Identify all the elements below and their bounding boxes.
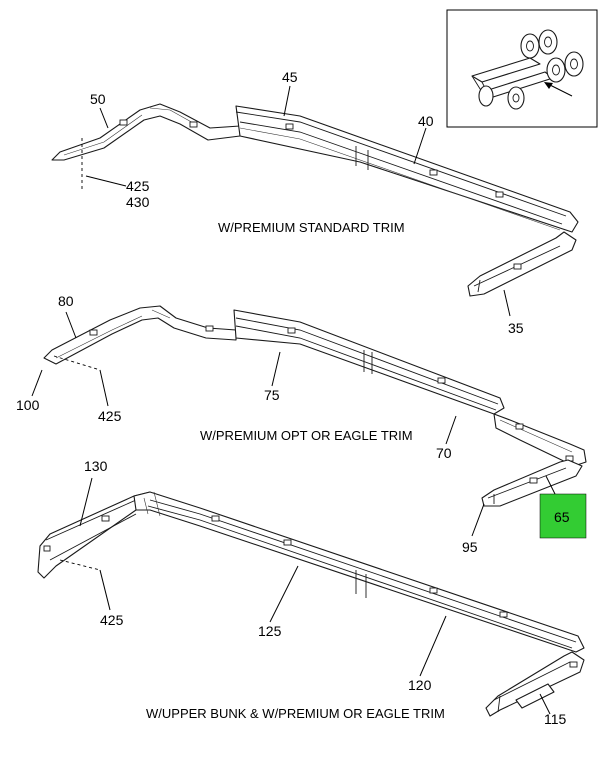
- highlight-box-65[interactable]: [539, 493, 587, 539]
- callout-130[interactable]: 130: [84, 458, 108, 474]
- callout-70[interactable]: 70: [436, 445, 452, 461]
- part-130: [37, 491, 151, 579]
- callout-80[interactable]: 80: [58, 293, 74, 309]
- part-50: [51, 103, 241, 161]
- caption-premium-opt-eagle: W/PREMIUM OPT OR EAGLE TRIM: [200, 428, 413, 443]
- callout-430[interactable]: 430: [126, 194, 150, 210]
- callout-40[interactable]: 40: [418, 113, 434, 129]
- callout-35[interactable]: 35: [508, 320, 524, 336]
- part-115: [485, 651, 585, 717]
- callout-425-bot[interactable]: 425: [100, 612, 124, 628]
- callout-50[interactable]: 50: [90, 91, 106, 107]
- callout-425-top[interactable]: 425: [126, 178, 150, 194]
- part-40-channel: [235, 105, 579, 233]
- callout-125[interactable]: 125: [258, 623, 282, 639]
- part-125-channel: [133, 491, 585, 653]
- callout-95[interactable]: 95: [462, 539, 478, 555]
- chassis-locator-icon: [446, 9, 598, 128]
- callout-100[interactable]: 100: [16, 397, 40, 413]
- callout-65[interactable]: 65: [554, 509, 570, 525]
- part-80: [43, 305, 237, 365]
- callout-120[interactable]: 120: [408, 677, 432, 693]
- caption-premium-standard: W/PREMIUM STANDARD TRIM: [218, 220, 405, 235]
- callout-75[interactable]: 75: [264, 387, 280, 403]
- assembly-captions: W/PREMIUM STANDARD TRIM W/PREMIUM OPT OR…: [146, 220, 445, 721]
- assembly-premium-standard: [51, 103, 579, 297]
- callout-45[interactable]: 45: [282, 69, 298, 85]
- callout-425-mid[interactable]: 425: [98, 408, 122, 424]
- callout-115[interactable]: 115: [544, 711, 567, 727]
- assembly-upper-bunk: [37, 491, 585, 717]
- leader-lines: [31, 85, 557, 715]
- caption-upper-bunk: W/UPPER BUNK & W/PREMIUM OR EAGLE TRIM: [146, 706, 445, 721]
- assembly-premium-opt-eagle: [43, 305, 587, 507]
- callout-labels: 50 45 40 425 430 35 80 100 425 75 70 65 …: [16, 69, 570, 727]
